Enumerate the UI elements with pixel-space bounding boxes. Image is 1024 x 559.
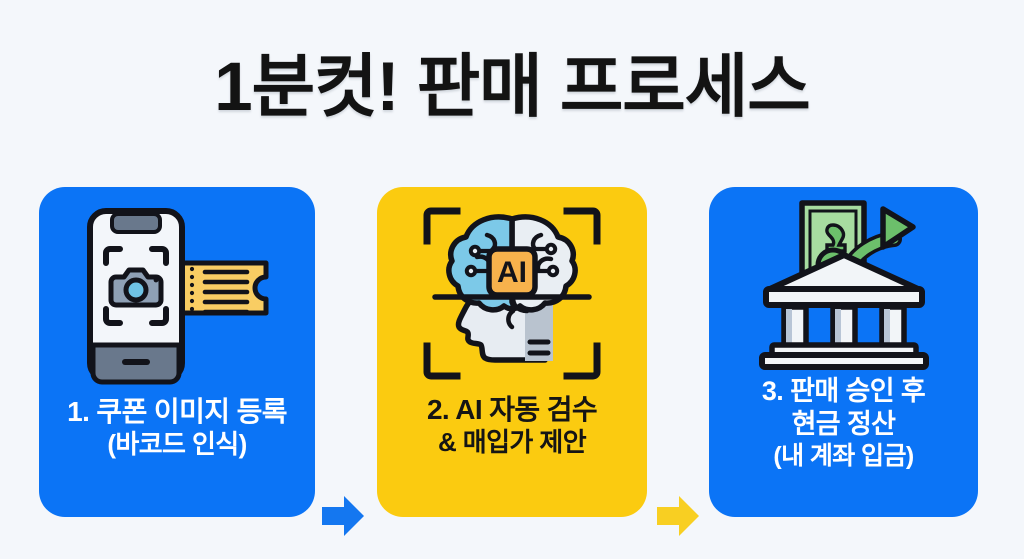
step-card-3[interactable]: 3. 판매 승인 후 현금 정산 (내 계좌 입금) xyxy=(709,187,978,517)
step-3-line2: 현금 정산 xyxy=(791,408,896,439)
step-3-line1: 3. 판매 승인 후 xyxy=(761,376,926,406)
step-3-label: 3. 판매 승인 후 현금 정산 (내 계좌 입금) xyxy=(709,375,978,471)
step-3-line3: (내 계좌 입금) xyxy=(773,441,914,470)
process-steps-row: 1. 쿠폰 이미지 등록 (바코드 인식) xyxy=(0,187,1024,536)
bank-cash-payout-icon xyxy=(709,187,978,375)
page-title: 1분컷! 판매 프로세스 xyxy=(214,48,811,125)
ai-brain-scan-icon: AI xyxy=(377,187,647,393)
phone-camera-coupon-icon xyxy=(39,187,315,395)
step-card-2[interactable]: AI 2. AI 자동 검수 & 매입가 제안 xyxy=(377,187,647,517)
step-card-1[interactable]: 1. 쿠폰 이미지 등록 (바코드 인식) xyxy=(39,187,315,517)
step-1-label: 1. 쿠폰 이미지 등록 (바코드 인식) xyxy=(39,395,315,461)
step-2-line1: 2. AI 자동 검수 xyxy=(426,394,598,425)
step-1-line1: 1. 쿠폰 이미지 등록 xyxy=(67,396,287,427)
step-2-label: 2. AI 자동 검수 & 매입가 제안 xyxy=(377,393,647,459)
ai-chip-label: AI xyxy=(497,256,527,289)
step-1-line2: (바코드 인식) xyxy=(107,429,247,460)
arrow-step1-to-step2 xyxy=(320,494,366,538)
arrow-step2-to-step3 xyxy=(655,494,701,538)
step-2-line2: & 매입가 제안 xyxy=(437,427,587,458)
